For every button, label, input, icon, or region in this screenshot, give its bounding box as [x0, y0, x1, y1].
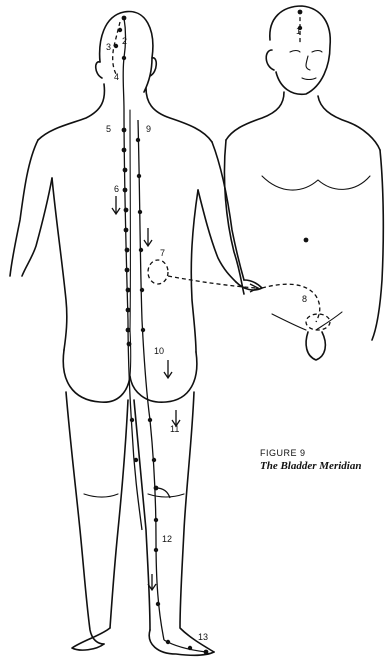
acupoint	[154, 548, 158, 552]
acupoint	[126, 308, 131, 313]
acupoint	[138, 210, 142, 214]
acupoint	[204, 650, 209, 655]
point-label-8: 8	[302, 294, 307, 304]
acupoint	[124, 208, 129, 213]
figure-title: The Bladder Meridian	[260, 460, 361, 472]
point-label-5: 5	[106, 124, 111, 134]
point-label-1: 1	[296, 26, 301, 36]
acupoint	[122, 128, 127, 133]
front-navel	[304, 238, 309, 243]
acupoint	[156, 602, 160, 606]
back-left-arm	[10, 140, 38, 276]
acupoints	[114, 10, 303, 655]
meridian-front-descent	[262, 284, 320, 322]
acupoint	[118, 28, 122, 32]
point-label-12: 12	[162, 534, 172, 544]
front-eye-right	[312, 51, 322, 53]
acupoint	[125, 248, 130, 253]
arrow-10	[164, 360, 172, 378]
front-mouth	[302, 78, 316, 80]
acupoint	[152, 458, 156, 462]
front-pelvis-left	[272, 314, 306, 330]
back-left-leg-inner	[110, 400, 128, 628]
acupoint	[123, 188, 128, 193]
acupoint	[148, 418, 152, 422]
meridian-head-solid	[123, 18, 125, 110]
point-label-3: 3	[106, 42, 111, 52]
point-label-6: 6	[114, 184, 119, 194]
acupoint	[126, 288, 131, 293]
back-torso-right	[191, 190, 198, 352]
back-right-leg-inner	[134, 400, 150, 630]
front-figure	[224, 6, 383, 360]
front-neck-right	[318, 96, 380, 150]
acupoint	[122, 56, 126, 60]
acupoint	[136, 138, 140, 142]
acupoint	[123, 168, 128, 173]
back-right-leg-outer	[180, 392, 214, 652]
acupoint	[188, 646, 192, 650]
back-neck	[38, 84, 104, 140]
point-label-2: 2	[122, 36, 127, 46]
right-knee-crease	[148, 494, 184, 497]
front-chest	[262, 176, 370, 190]
acupoint	[126, 328, 131, 333]
acupoint	[114, 44, 118, 48]
acupoint	[141, 328, 145, 332]
point-label-9: 9	[146, 124, 151, 134]
acupoint	[122, 16, 127, 21]
front-neck	[226, 92, 284, 140]
acupoint	[137, 174, 141, 178]
point-label-11: 11	[170, 424, 179, 434]
back-neck-right	[146, 88, 212, 142]
acupoint	[124, 228, 129, 233]
figure-label: FIGURE 9	[260, 448, 306, 458]
back-ear-left	[96, 62, 102, 78]
acupoint	[134, 458, 138, 462]
acupoint	[127, 342, 132, 347]
front-torso-right	[372, 150, 383, 340]
front-eye-left	[290, 51, 300, 53]
acupoint	[125, 268, 130, 273]
acupoint	[154, 486, 159, 491]
point-labels: 1 2 3 4 5 6 7 8 9 10 11 12 13	[106, 26, 307, 642]
acupoint	[166, 640, 170, 644]
front-genitals	[306, 332, 325, 360]
arrow-6	[112, 196, 120, 214]
meridian-back-outer	[138, 120, 164, 640]
back-figure	[10, 12, 262, 656]
point-label-7: 7	[160, 248, 165, 258]
arrow-9	[144, 228, 152, 246]
point-label-10: 10	[154, 346, 164, 356]
point-label-13: 13	[198, 632, 208, 642]
acupoint	[130, 418, 134, 422]
acupoint	[140, 288, 144, 292]
acupoint	[139, 248, 143, 252]
back-left-arm-inner	[22, 178, 52, 276]
front-nose	[306, 56, 310, 70]
point-label-4: 4	[114, 72, 119, 82]
back-left-leg-outer	[66, 392, 104, 644]
front-ear	[266, 50, 274, 70]
back-right-arm	[212, 142, 244, 280]
acupoint	[122, 148, 127, 153]
left-knee-crease	[84, 494, 118, 497]
acupoint	[298, 10, 303, 15]
back-torso-left	[52, 178, 67, 350]
gluteal-cleft	[130, 330, 131, 376]
acupoint	[154, 518, 158, 522]
kidney-circle	[148, 260, 168, 284]
